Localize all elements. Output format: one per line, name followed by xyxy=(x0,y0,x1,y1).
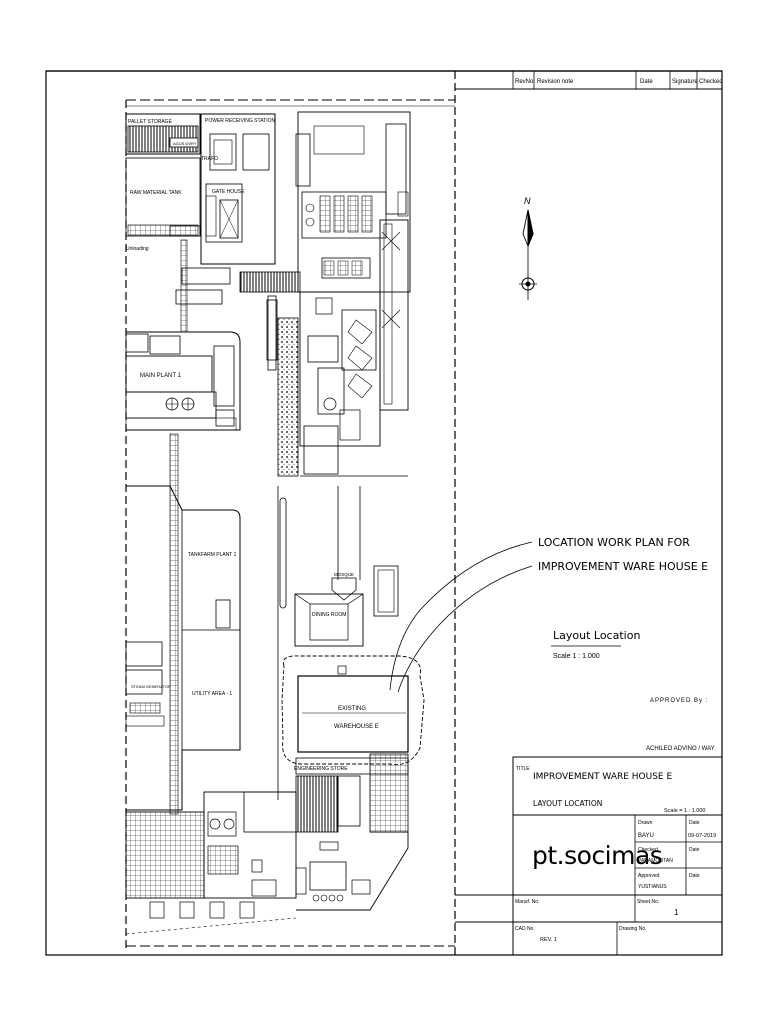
power-receiving-station-label: POWER RECEIVING STATION xyxy=(205,118,275,124)
existing-label: EXISTING xyxy=(338,706,366,712)
unloading-label: Unloading xyxy=(126,246,149,252)
cad-no-label: CAD No. xyxy=(515,926,535,932)
checked-header: Checked xyxy=(699,79,723,85)
drawing-no-label: Drawing No. xyxy=(619,926,647,932)
layout-heading-scale: Scale 1 : 1.000 xyxy=(553,653,600,660)
approver-name: ACHILEO ADVINO / WAY xyxy=(646,746,715,752)
tankfarm-plant-label: TANKFARM PLANT 1 xyxy=(188,552,237,558)
callout-leader-1 xyxy=(389,541,533,691)
checked-label: Checked xyxy=(638,847,658,853)
dining-room-label: DINING ROOM xyxy=(312,612,346,618)
date-header: Date xyxy=(640,79,653,85)
steam-generator-label: STEAM GENERATOR xyxy=(131,684,171,689)
approved-by-label: APPROVED By : xyxy=(650,698,708,704)
utility-area-label: UTILITY AREA - 1 xyxy=(192,691,232,697)
layout-heading-title: Layout Location xyxy=(553,629,640,642)
gate-house-label: GATE HOUSE xyxy=(212,189,245,195)
title-scale: Scale = 1 : 1.000 xyxy=(664,808,705,814)
drawn-label: Drawn xyxy=(638,820,653,826)
mosque-label: MOSQUE xyxy=(334,572,354,577)
company-name: pt.socimas xyxy=(532,841,662,870)
manuf-no-label: Manuf. No. xyxy=(515,899,539,905)
approved-label: Approved xyxy=(638,873,660,879)
callout-line-1: LOCATION WORK PLAN FOR xyxy=(538,536,690,549)
main-plant-label: MAIN PLANT 1 xyxy=(140,373,182,379)
title-main: IMPROVEMENT WARE HOUSE E xyxy=(533,772,672,782)
callout-leader-2 xyxy=(397,565,533,693)
revision-table: RevNo Revision note Date Signature Check… xyxy=(455,71,723,90)
engineering-store-label: ENGINEERING STORE xyxy=(294,766,348,772)
approved-name: YUSTIANUS xyxy=(638,884,667,890)
rev-value: REV. 1 xyxy=(540,937,557,943)
title-block xyxy=(455,756,723,956)
approved-date-label: Date xyxy=(689,873,700,879)
callout: LOCATION WORK PLAN FOR IMPROVEMENT WARE … xyxy=(538,536,708,573)
drawn-date-label: Date xyxy=(689,820,700,826)
north-label: N xyxy=(524,196,531,206)
layout-heading: Layout Location Scale 1 : 1.000 xyxy=(551,629,640,660)
sheet-no-value: 1 xyxy=(674,908,679,917)
checked-name: PARAMOOTAN xyxy=(638,858,673,864)
title-block-text: TITLE IMPROVEMENT WARE HOUSE E LAYOUT LO… xyxy=(515,766,716,943)
plan-labels: PALLET STORAGE AGUS DVRY POWER RECEIVING… xyxy=(126,118,379,772)
revision-note-header: Revision note xyxy=(537,79,574,85)
sheet-no-label: Sheet No. xyxy=(637,899,659,905)
warehouse-e-label: WAREHOUSE E xyxy=(334,724,379,730)
signature-header: Signature xyxy=(672,79,698,85)
rev-no-header: RevNo xyxy=(515,79,534,85)
drawn-date: 09-07-2019 xyxy=(688,833,716,839)
title-tag: TITLE xyxy=(516,766,530,772)
drawn-name: BAYU xyxy=(638,833,654,839)
title-sub: LAYOUT LOCATION xyxy=(533,799,602,808)
north-arrow-icon: N xyxy=(519,196,537,300)
callout-line-2: IMPROVEMENT WARE HOUSE E xyxy=(538,560,708,573)
pallet-storage-label: PALLET STORAGE xyxy=(128,119,173,125)
checked-date-label: Date xyxy=(689,847,700,853)
raw-material-tank-label: RAW MATERIAL TANK xyxy=(130,190,182,196)
trafo-label: TRAFO xyxy=(201,156,218,162)
agus-dvry-label: AGUS DVRY xyxy=(173,141,197,146)
plan-area xyxy=(125,71,533,955)
